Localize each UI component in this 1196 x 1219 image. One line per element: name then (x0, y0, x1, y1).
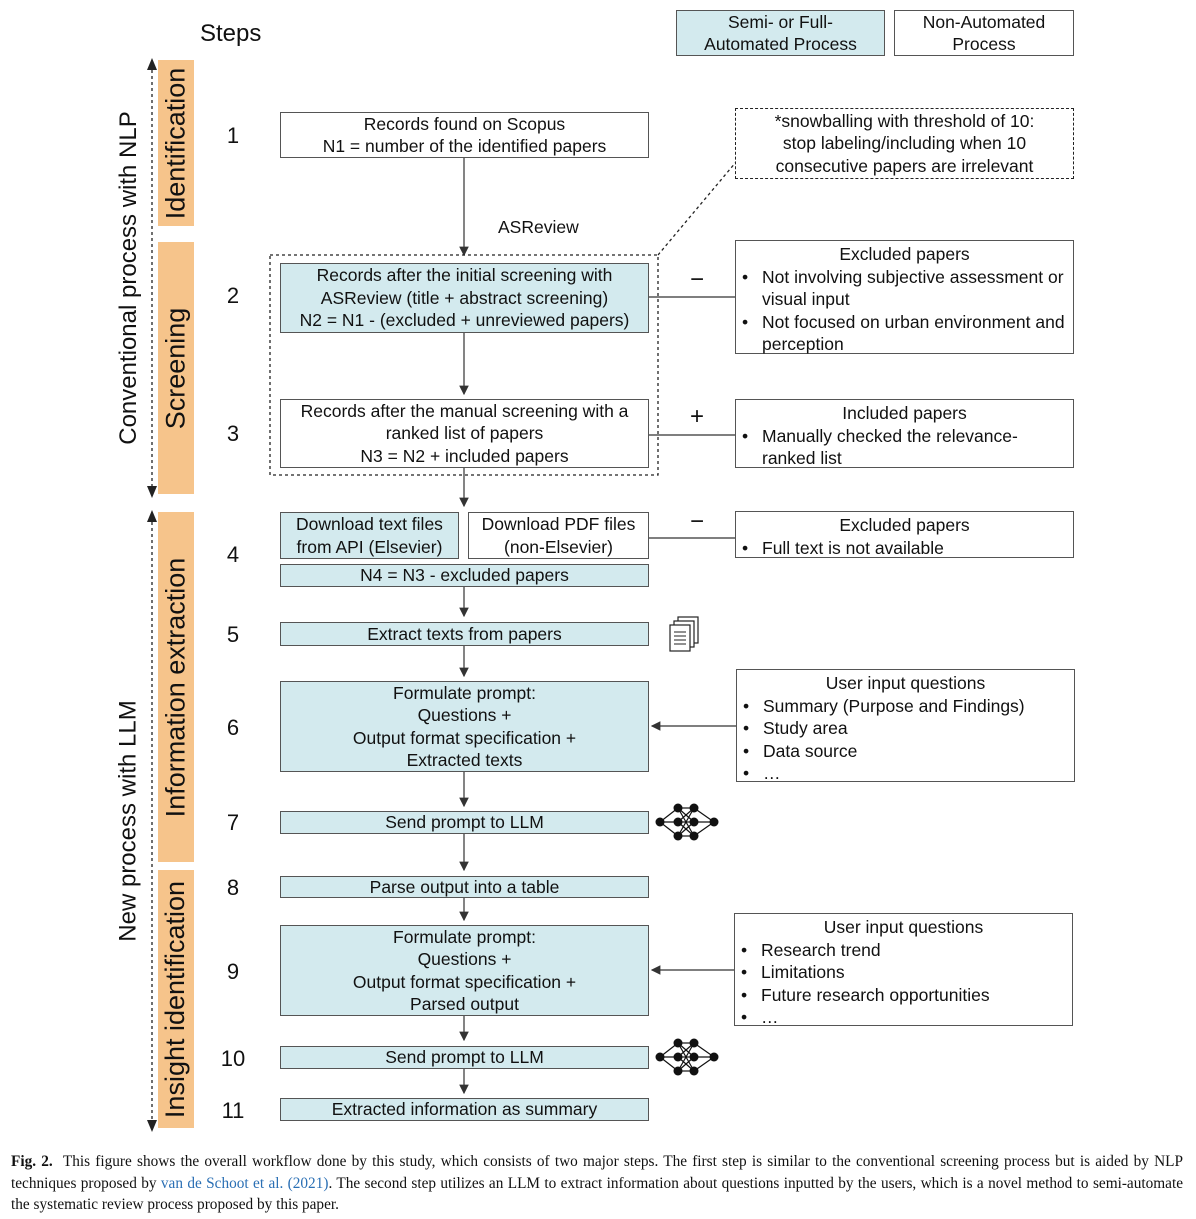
caption-text: . The second step utilizes an LLM to ext… (11, 1174, 1183, 1214)
step7-send-prompt: Send prompt to LLM (280, 811, 649, 834)
included-papers-step3: Included papers Manually checked the rel… (735, 399, 1074, 468)
question-item: … (743, 762, 781, 785)
step-number: 7 (226, 810, 240, 835)
minus-sign: − (689, 508, 704, 535)
step-number: 1 (226, 123, 240, 148)
excluded-papers-title: Excluded papers (839, 244, 970, 264)
legend-automated: Semi- or Full- Automated Process (676, 10, 885, 56)
user-questions-step6: User input questions Summary (Purpose an… (736, 669, 1075, 785)
phase-information-extraction: Information extraction (158, 512, 194, 862)
excluded-item: Not focused on urban environment and per… (742, 311, 1067, 356)
phase-screening: Screening (158, 242, 194, 494)
step9-formulate-prompt: Formulate prompt: Questions + Output for… (280, 925, 649, 1016)
question-item: Future research opportunities (741, 984, 990, 1007)
step-number: 2 (226, 283, 240, 308)
step-number: 9 (226, 959, 240, 984)
step4-download-api: Download text files from API (Elsevier) (280, 512, 459, 559)
question-item: … (741, 1006, 779, 1029)
phase-identification: Identification (158, 60, 194, 226)
step1-records-found: Records found on Scopus N1 = number of t… (280, 112, 649, 158)
citation-link[interactable]: van de Schoot et al. (2021) (160, 1174, 329, 1192)
neural-network-icon (655, 1038, 719, 1076)
step-number: 6 (226, 715, 240, 740)
step-number: 10 (220, 1046, 246, 1071)
included-papers-title: Included papers (842, 403, 967, 423)
question-item: Summary (Purpose and Findings) (743, 695, 1025, 718)
phase-insight-identification: Insight identification (158, 870, 194, 1128)
question-item: Limitations (741, 961, 845, 984)
step4-download-pdf: Download PDF files (non-Elsevier) (468, 512, 649, 559)
step2-initial-screening: Records after the initial screening with… (280, 263, 649, 333)
step-number: 3 (226, 421, 240, 446)
step6-formulate-prompt: Formulate prompt: Questions + Output for… (280, 681, 649, 772)
legend-non-automated: Non-Automated Process (894, 10, 1074, 56)
snowballing-note: *snowballing with threshold of 10: stop … (735, 108, 1074, 179)
question-item: Data source (743, 740, 857, 763)
excluded-papers-title: Excluded papers (839, 515, 970, 535)
step5-extract-texts: Extract texts from papers (280, 622, 649, 646)
neural-network-icon (655, 803, 719, 841)
caption-label: Fig. 2. (11, 1153, 53, 1170)
step-number: 11 (221, 1098, 245, 1123)
minus-sign: − (689, 266, 704, 293)
step3-manual-screening: Records after the manual screening with … (280, 399, 649, 468)
step-number: 4 (226, 542, 240, 567)
user-questions-step9: User input questions Research trend Limi… (734, 913, 1073, 1029)
included-item: Manually checked the relevance-ranked li… (742, 425, 1067, 470)
figure-caption: Fig. 2. This figure shows the overall wo… (11, 1151, 1183, 1216)
process-new: New process with LLM (115, 700, 143, 942)
caption-text: This figure shows the overall workflow d… (11, 1153, 1183, 1192)
step-number: 5 (226, 622, 240, 647)
step-number: 8 (226, 875, 240, 900)
excluded-item: Not involving subjective assessment or v… (742, 266, 1067, 311)
user-questions-title: User input questions (825, 673, 986, 693)
step4-n4-count: N4 = N3 - excluded papers (280, 564, 649, 587)
asreview-label: ASReview (498, 217, 579, 237)
question-item: Study area (743, 717, 848, 740)
process-conventional: Conventional process with NLP (115, 111, 143, 445)
step10-send-prompt: Send prompt to LLM (280, 1046, 649, 1069)
step11-summary: Extracted information as summary (280, 1098, 649, 1121)
plus-sign: + (689, 403, 704, 430)
excluded-item: Full text is not available (742, 537, 944, 560)
steps-heading: Steps (200, 20, 262, 47)
excluded-papers-step2: Excluded papers Not involving subjective… (735, 240, 1074, 354)
excluded-papers-step4: Excluded papers Full text is not availab… (735, 511, 1074, 560)
step8-parse-output: Parse output into a table (280, 876, 649, 898)
user-questions-title: User input questions (823, 917, 984, 937)
question-item: Research trend (741, 939, 881, 962)
document-stack-icon (669, 616, 699, 652)
